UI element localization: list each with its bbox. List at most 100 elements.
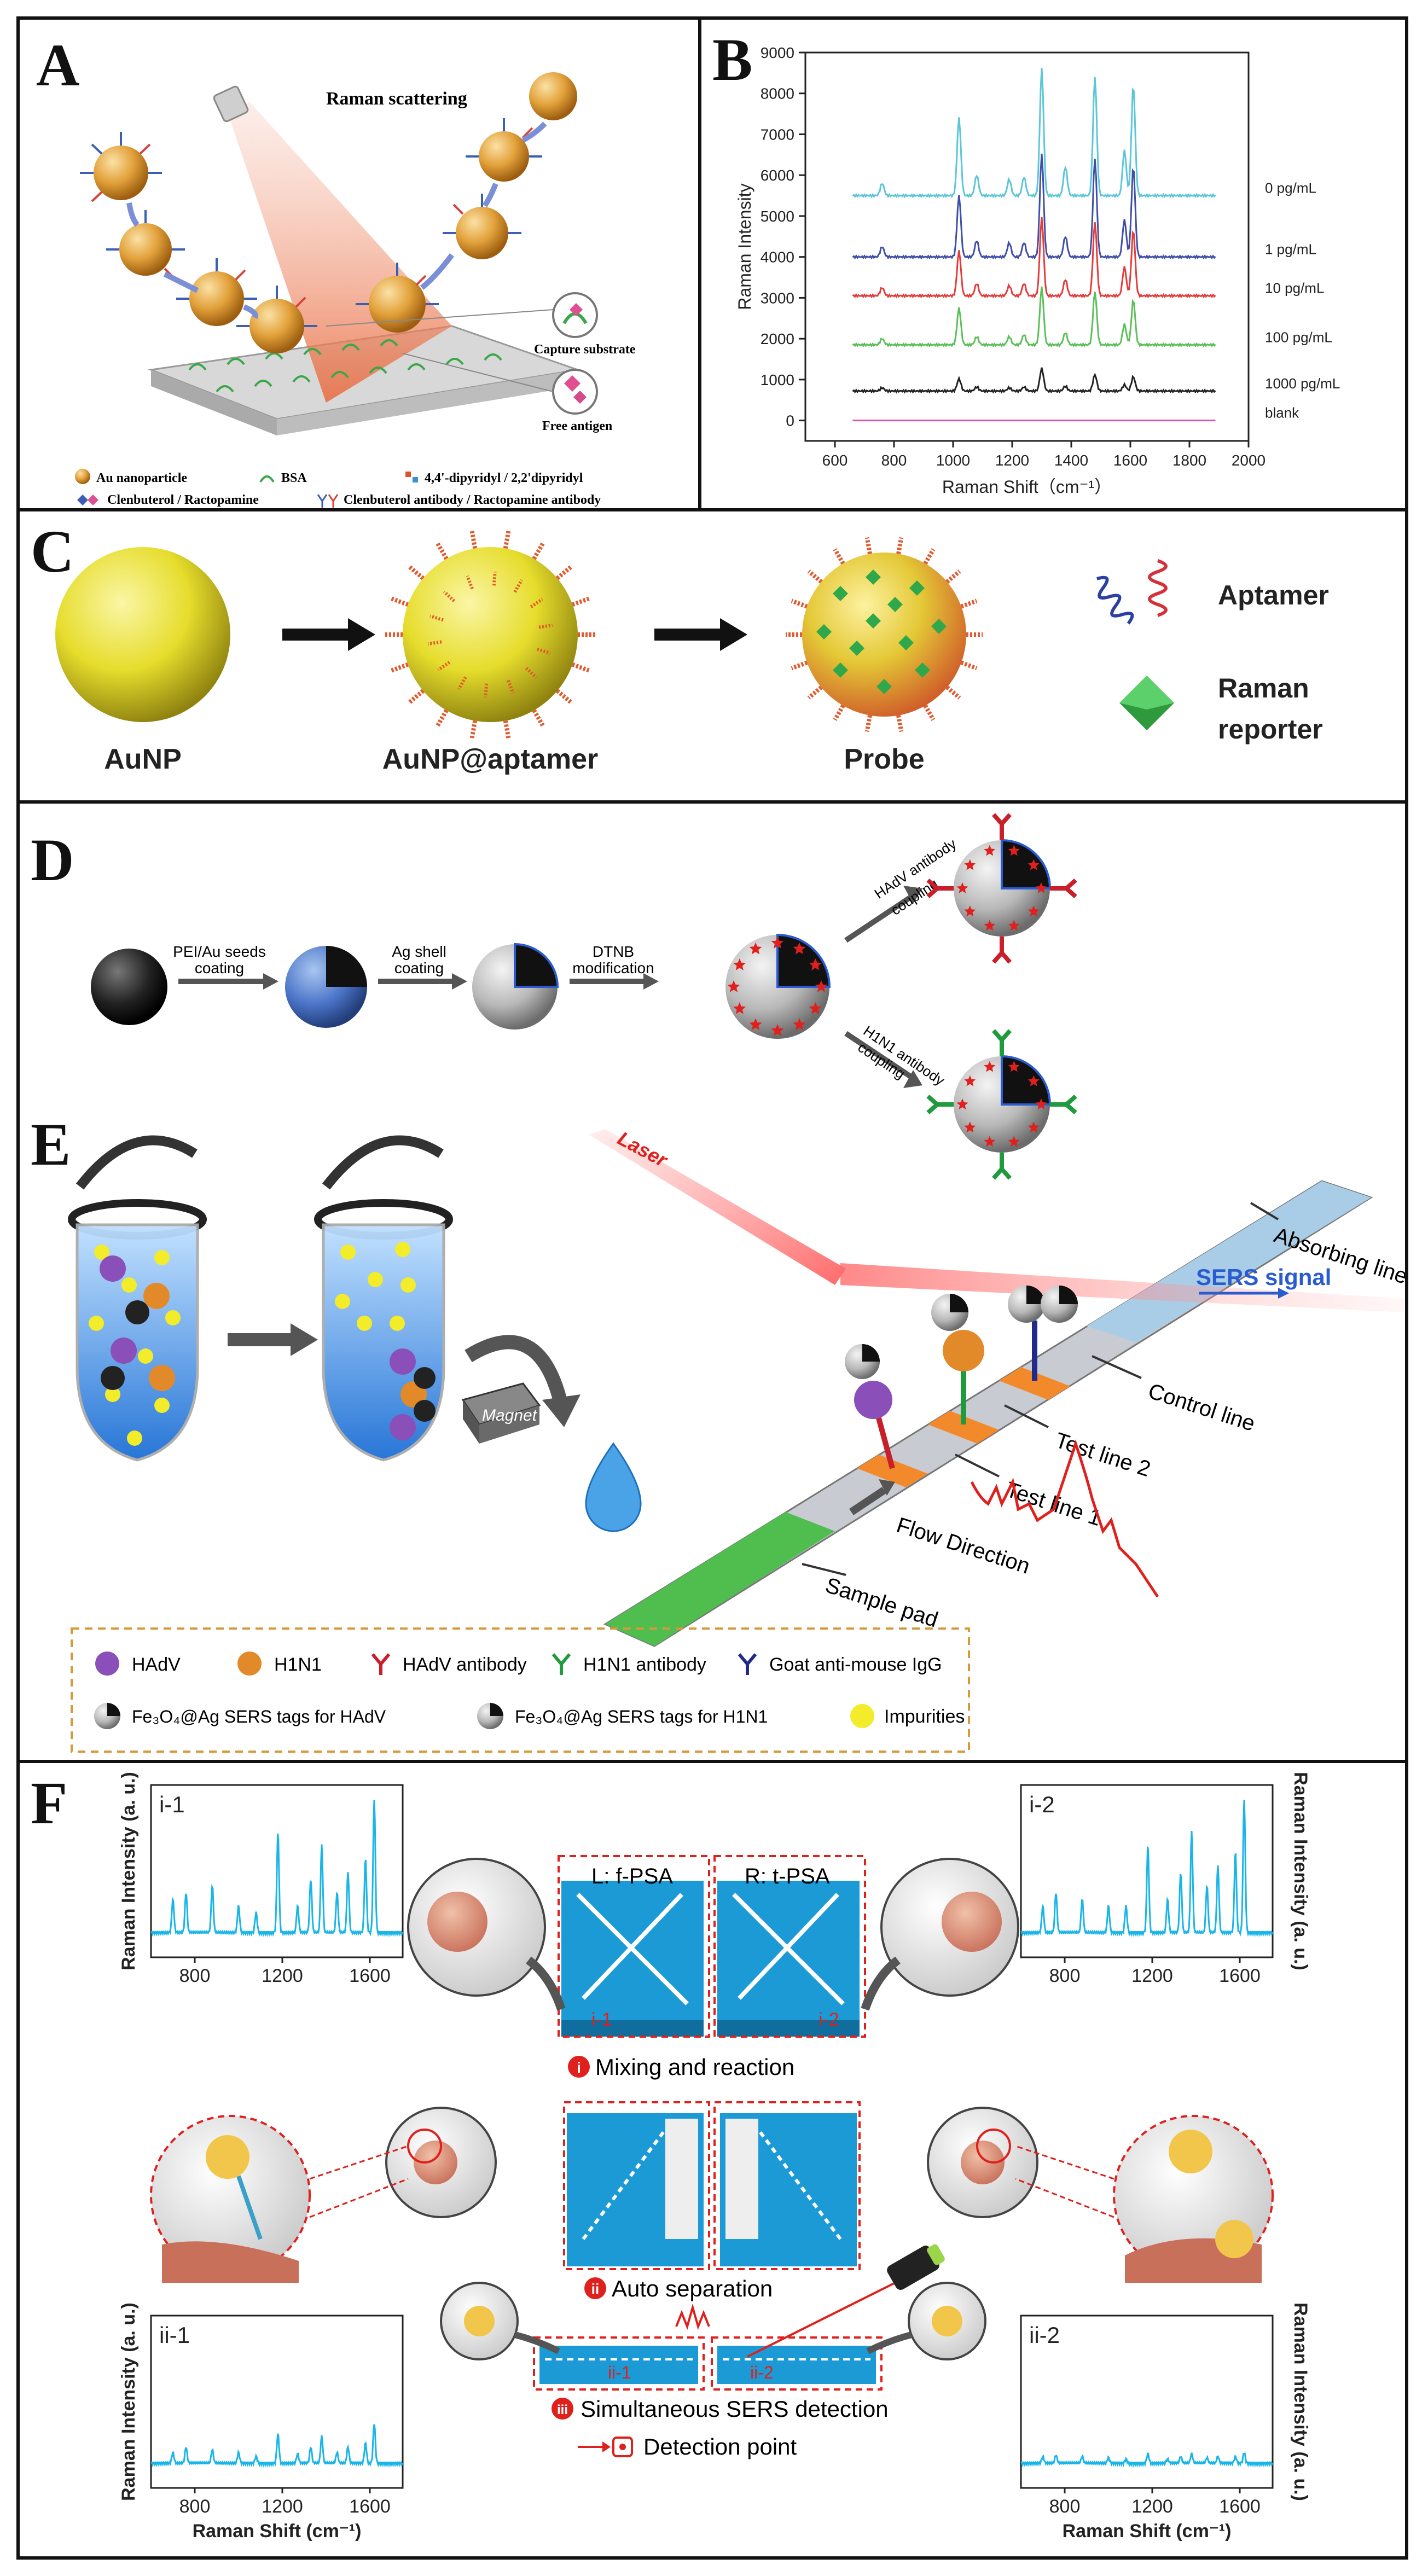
sers-signal-beam xyxy=(840,1263,1404,1312)
probe-aptamer xyxy=(864,715,872,732)
step3-label-1: DTNB xyxy=(593,943,634,960)
impurity xyxy=(340,1245,356,1260)
y-tick-label: 7000 xyxy=(761,126,794,143)
au-nanoparticles xyxy=(94,72,577,353)
chip-mark-i2: i-2 xyxy=(819,2009,839,2030)
x-tick-label: 1200 xyxy=(1131,2496,1173,2517)
bubble-top-left xyxy=(407,1858,566,2011)
aptamer-strand xyxy=(389,596,409,607)
step-i-num: i xyxy=(577,2059,581,2076)
dtnb-star xyxy=(1008,1061,1020,1072)
impurity xyxy=(89,1316,104,1331)
free-antigen-label: Free antigen xyxy=(542,419,612,433)
test-line-2-label: Test line 2 xyxy=(1052,1428,1153,1482)
aptamer-strand xyxy=(513,579,524,593)
label-t-psa: R: t-PSA xyxy=(745,1864,830,1888)
dtnb-star xyxy=(964,1121,976,1133)
subplot-title: i-1 xyxy=(159,1792,185,1817)
dtnb-star xyxy=(815,980,828,992)
step1-label-1: PEI/Au seeds xyxy=(173,943,266,960)
bubble-mid-right xyxy=(927,2107,1038,2218)
subplot-title: ii-2 xyxy=(1029,2322,1060,2348)
dtnb-star xyxy=(964,905,976,917)
test-line-2-band xyxy=(928,1411,999,1444)
aptamer-strand xyxy=(507,679,515,694)
panel-c-illustration: AuNP AuNP@aptamer Probe Aptamer Raman re… xyxy=(55,529,1329,775)
laser-probe-icon xyxy=(887,2244,945,2290)
legend-igg: Goat anti-mouse IgG xyxy=(769,1654,942,1675)
bubble-bottom-right xyxy=(866,2282,986,2360)
impurity xyxy=(400,1277,416,1293)
probe-aptamer xyxy=(945,569,961,584)
panel-a: A Raman scattering xyxy=(16,16,701,511)
tube-1 xyxy=(68,1135,207,1462)
probe-aptamer xyxy=(807,685,823,700)
probe-aptamer xyxy=(864,537,872,554)
impurity xyxy=(105,1387,120,1402)
step3-label-2: modification xyxy=(572,960,654,976)
y-axis-label: Raman Intensity (a. u.) xyxy=(1290,1772,1311,1970)
impurity xyxy=(127,1431,142,1446)
sample-pad-label: Sample pad xyxy=(822,1573,941,1632)
raman-reporter xyxy=(887,597,903,612)
aptamer-strand xyxy=(427,640,442,646)
legend-clenbuterol: Clenbuterol / Ractopamine xyxy=(107,493,259,507)
step-ii-num: ii xyxy=(591,2281,599,2297)
x-axis-label: Raman Shift (cm⁻¹) xyxy=(193,2521,362,2542)
aptamer-strand xyxy=(538,623,553,629)
aptamer-strand xyxy=(492,572,497,586)
probe-aptamer xyxy=(833,548,845,565)
chip-mid-right xyxy=(720,2113,857,2266)
panel-c: C AuNP AuNP@aptamer Probe Aptamer xyxy=(16,508,1408,804)
probe-aptamer xyxy=(807,569,823,584)
step2-label-1: Ag shell xyxy=(392,943,446,960)
aptamer-strand xyxy=(525,667,538,679)
aunp-sphere xyxy=(55,547,230,722)
raman-reporter xyxy=(915,662,930,678)
dtnb-star xyxy=(1035,1098,1047,1109)
probe-aptamer xyxy=(833,704,845,721)
raman-reporter xyxy=(931,619,947,634)
aptamer-strand xyxy=(555,689,573,705)
legend-au: Au nanoparticle xyxy=(96,471,187,485)
aptamer-strand xyxy=(469,529,478,549)
spectrum-line xyxy=(150,1800,404,1938)
aptamer-strand xyxy=(457,676,467,690)
probe-laser-line xyxy=(747,2282,896,2358)
x-axis-label: Raman Shift (cm⁻¹) xyxy=(1063,2521,1232,2542)
x-tick-label: 2000 xyxy=(1232,452,1266,469)
step-ii-label: Auto separation xyxy=(612,2276,773,2301)
plot-frame xyxy=(804,51,1250,442)
bottom-mark-ii2: ii-2 xyxy=(750,2363,774,2382)
mini-signal xyxy=(675,2303,710,2330)
x-tick-label: 1000 xyxy=(936,452,970,469)
sample-pad xyxy=(605,1512,835,1646)
sers-tag xyxy=(414,1400,436,1422)
dtnb-star xyxy=(1028,859,1040,870)
probe-aptamer xyxy=(945,685,961,700)
raman-reporter xyxy=(833,586,848,601)
aptamer-strand xyxy=(537,647,551,655)
aptamer-strand xyxy=(555,564,573,580)
y-tick-label: 8000 xyxy=(761,85,794,102)
complex-test-2 xyxy=(931,1294,984,1424)
detected-spectrum xyxy=(970,1439,1159,1598)
x-tick-label: 1200 xyxy=(995,452,1029,469)
label-f-psa: L: f-PSA xyxy=(591,1864,673,1888)
detection-point-label: Detection point xyxy=(643,2434,797,2459)
y-tick-label: 0 xyxy=(786,412,794,429)
dtnb-star xyxy=(793,1018,806,1030)
impurity xyxy=(165,1310,181,1325)
panel-letter: F xyxy=(31,1770,68,1836)
bubble-bottom-left xyxy=(440,2282,560,2360)
sers-tag xyxy=(125,1300,149,1324)
impurity xyxy=(357,1316,372,1331)
panel-a-title: Raman scattering xyxy=(326,89,467,109)
probe-aptamer xyxy=(960,598,978,609)
aptamer-strand xyxy=(407,564,425,580)
impurity xyxy=(335,1294,350,1309)
x-tick-label: 800 xyxy=(179,1966,211,1986)
h1n1-antibodies xyxy=(926,1029,1077,1180)
dtnb-star xyxy=(733,1002,746,1014)
